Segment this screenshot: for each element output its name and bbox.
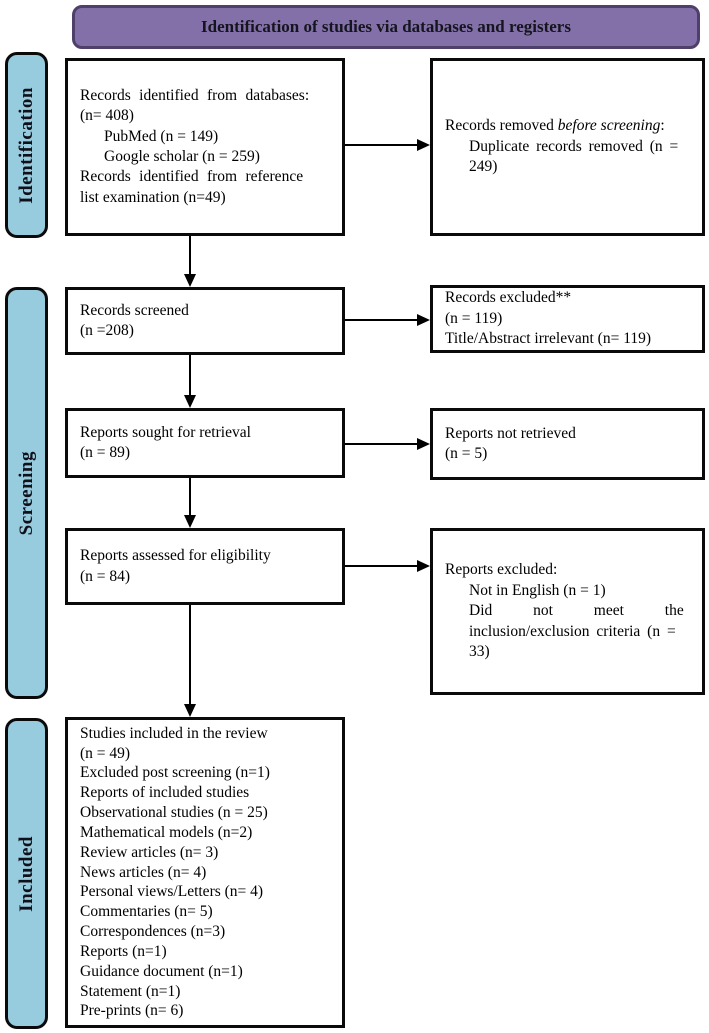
arrowhead-down-icon — [184, 274, 196, 287]
box-line: Excluded post screening (n=1) — [80, 764, 270, 782]
box-line: Google scholar (n = 259) — [104, 148, 260, 165]
box-line: Records excluded** — [445, 289, 572, 307]
box-line: list examination (n=49) — [80, 188, 226, 206]
box-reports-not-retrieved: Reports not retrieved (n = 5) — [430, 408, 705, 480]
box-line: (n = 5) — [445, 445, 488, 462]
box-reports-assessed: Reports assessed for eligibility (n = 84… — [65, 528, 345, 605]
box-line: Pre-prints (n= 6) — [80, 1002, 184, 1020]
box-line: Records identified from reference — [80, 168, 304, 186]
box-line: Reports (n=1) — [80, 942, 167, 960]
box-line: (n = 119) — [445, 309, 503, 327]
box-line: Reports assessed for eligibility — [80, 547, 271, 565]
arrowhead-right-icon — [417, 560, 430, 572]
box-line: Statement (n=1) — [80, 982, 181, 1000]
arrow-screened-to-excluded — [345, 318, 420, 322]
box-studies-included: Studies included in the review (n = 49) … — [65, 717, 345, 1028]
box-line: (n =208) — [80, 322, 134, 339]
box-line: Commentaries (n= 5) — [80, 903, 213, 921]
arrow-identified-to-screened — [188, 236, 192, 275]
diagram-title-banner: Identification of studies via databases … — [72, 5, 700, 49]
box-line: Studies included in the review — [80, 724, 268, 742]
box-records-removed: Records removed before screening: Duplic… — [430, 58, 705, 236]
box-line: Did not meet the — [469, 602, 684, 620]
arrow-assessed-to-excluded — [345, 564, 420, 568]
box-records-screened: Records screened (n =208) — [65, 287, 345, 355]
stage-label-identification-text: Identification — [15, 86, 37, 204]
box-line: inclusion/exclusion criteria (n = — [469, 622, 676, 640]
stage-label-screening: Screening — [5, 287, 48, 699]
box-line: Reports not retrieved — [445, 424, 576, 442]
box-line: 33) — [469, 643, 490, 661]
stage-label-screening-text: Screening — [15, 450, 37, 536]
box-line: Guidance document (n=1) — [80, 962, 243, 980]
arrowhead-down-icon — [184, 395, 196, 408]
box-line: PubMed (n = 149) — [104, 127, 219, 145]
box-line: Review articles (n= 3) — [80, 843, 219, 861]
stage-label-identification: Identification — [5, 52, 48, 238]
box-line: (n = 84) — [80, 567, 131, 585]
box-line: Personal views/Letters (n= 4) — [80, 883, 264, 901]
box-line: Correspondences (n=3) — [80, 923, 226, 941]
box-line: Duplicate records removed (n = — [469, 137, 679, 155]
arrow-sought-to-assessed — [188, 478, 192, 516]
box-line: (n = 49) — [80, 744, 131, 762]
arrowhead-right-icon — [417, 314, 430, 326]
box-reports-sought: Reports sought for retrieval (n = 89) — [65, 408, 345, 478]
box-line: (n= 408) — [80, 107, 134, 125]
box-line: Reports excluded: — [445, 561, 558, 579]
box-line: Reports of included studies — [80, 784, 250, 802]
records-removed-prefix: Records removed — [445, 117, 558, 135]
arrowhead-down-icon — [184, 515, 196, 528]
records-removed-suffix: : — [660, 117, 665, 135]
box-line: News articles (n= 4) — [80, 863, 207, 881]
records-removed-italic: before screening — [557, 117, 661, 135]
arrowhead-down-icon — [184, 704, 196, 717]
stage-label-included-text: Included — [15, 835, 37, 912]
arrowhead-right-icon — [417, 438, 430, 450]
arrow-assessed-to-included — [188, 605, 192, 705]
box-line: Records removed before screening: — [445, 116, 690, 136]
box-line: 249) — [469, 158, 498, 176]
box-line: Not in English (n = 1) — [469, 581, 606, 599]
arrow-screened-to-sought — [188, 355, 192, 396]
arrow-identified-to-removed — [345, 143, 420, 147]
box-line: Records screened — [80, 301, 189, 319]
box-line: Title/Abstract irrelevant (n= 119) — [445, 330, 652, 348]
box-line: Observational studies (n = 25) — [80, 804, 268, 822]
diagram-title: Identification of studies via databases … — [201, 17, 571, 36]
box-line: (n = 89) — [80, 444, 131, 461]
box-line: Reports sought for retrieval — [80, 423, 251, 441]
box-line: Mathematical models (n=2) — [80, 823, 253, 841]
box-reports-excluded: Reports excluded: Not in English (n = 1)… — [430, 528, 705, 695]
arrowhead-right-icon — [417, 139, 430, 151]
box-line: Records identified from databases: — [80, 86, 310, 104]
arrow-sought-to-not-retrieved — [345, 442, 420, 446]
box-records-excluded: Records excluded** (n = 119) Title/Abstr… — [430, 285, 705, 353]
stage-label-included: Included — [5, 718, 48, 1029]
box-records-identified: Records identified from databases: (n= 4… — [65, 58, 345, 236]
